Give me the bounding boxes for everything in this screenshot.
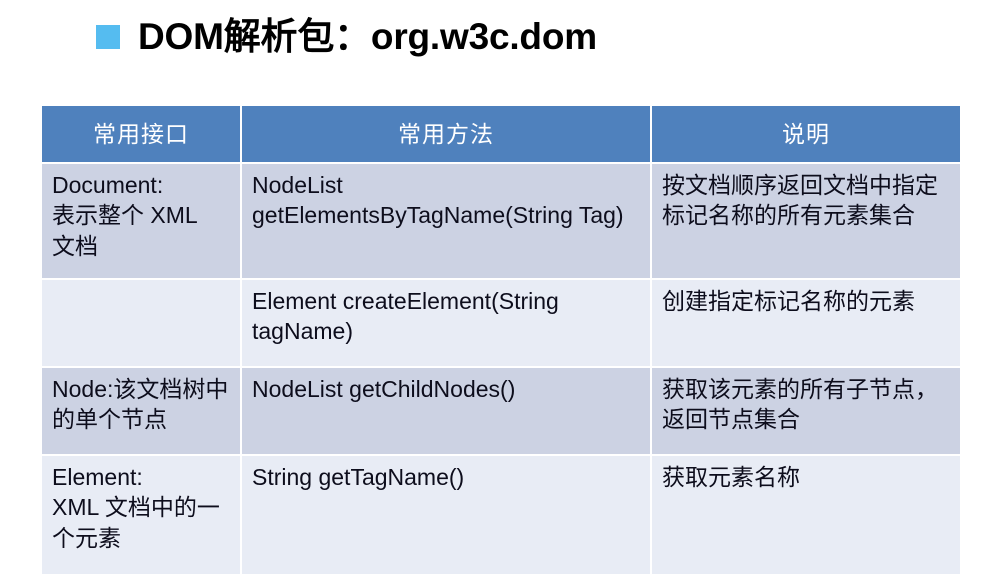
cell-description: 按文档顺序返回文档中指定标记名称的所有元素集合 <box>650 162 962 280</box>
cell-description: 获取元素名称 <box>650 454 962 576</box>
cell-interface: Node:该文档树中的单个节点 <box>40 366 242 456</box>
cell-method: NodeList getChildNodes() <box>240 366 652 456</box>
cell-description: 创建指定标记名称的元素 <box>650 278 962 368</box>
square-bullet-icon <box>96 25 120 50</box>
page-title: DOM解析包：org.w3c.dom <box>96 16 597 57</box>
column-header-interface: 常用接口 <box>40 104 242 164</box>
cell-interface: Element:XML 文档中的一个元素 <box>40 454 242 576</box>
page-title-text: DOM解析包：org.w3c.dom <box>138 16 597 57</box>
table-row: Element createElement(String tagName) 创建… <box>40 278 962 368</box>
cell-interface <box>40 278 242 368</box>
cell-method: String getTagName() <box>240 454 652 576</box>
table-row: Node:该文档树中的单个节点 NodeList getChildNodes()… <box>40 366 962 456</box>
table-header-row: 常用接口 常用方法 说明 <box>40 104 962 164</box>
cell-description: 获取该元素的所有子节点，返回节点集合 <box>650 366 962 456</box>
cell-method: Element createElement(String tagName) <box>240 278 652 368</box>
column-header-description: 说明 <box>650 104 962 164</box>
column-header-method: 常用方法 <box>240 104 652 164</box>
table-row: Element:XML 文档中的一个元素 String getTagName()… <box>40 454 962 576</box>
